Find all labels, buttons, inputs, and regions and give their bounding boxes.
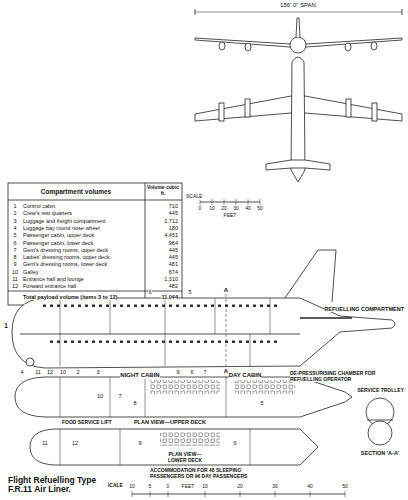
table-cell: 12	[12, 283, 18, 289]
table-cell: 6	[13, 240, 16, 246]
table-cell: Crew's rest quarters	[23, 210, 72, 216]
callout-number: 5	[260, 400, 263, 406]
scale-label: 50	[257, 206, 263, 212]
label: PLAN VIEW—LOWER DECK	[160, 452, 210, 463]
scale-label: 30	[233, 206, 239, 212]
table-cell: 2	[13, 210, 16, 216]
callout-number: 6	[148, 289, 151, 295]
table-cell: Galley	[23, 269, 39, 275]
scale-label: 10	[202, 484, 208, 490]
label: ACCOMMODATION FOR 48 SLEEPING PASSENGERS…	[150, 468, 270, 479]
table-cell: Luggage and freight compartment	[23, 218, 106, 224]
scale-label: 20	[237, 484, 243, 490]
label: A	[224, 287, 228, 294]
table-cell: Entrance hall and lounge	[23, 276, 84, 282]
label: FOOD SERVICE LIFT	[62, 420, 112, 426]
label: A	[224, 368, 228, 375]
callout-number: 7	[203, 369, 206, 375]
table-cell: Control cabin	[23, 203, 55, 209]
table-cell: Passenger cabin, lower deck	[23, 240, 93, 246]
table-cell: 445	[169, 254, 178, 260]
label: REFUELLING COMPARTMENT	[324, 306, 404, 312]
table-cell: Luggage bay round nose wheel	[23, 225, 100, 231]
table-cell: Ladies' dressing rooms, upper deck	[23, 254, 110, 260]
scale-label: 20	[221, 206, 227, 212]
callout-number: 8	[133, 400, 136, 406]
table-cell: Total payload volume (items 3 to 12)	[23, 294, 117, 300]
callout-number: 12	[47, 369, 53, 375]
scale-label: SCALE	[106, 483, 123, 489]
table-cell: 8	[13, 254, 16, 260]
label: PLAN VIEW—UPPER DECK	[134, 419, 206, 425]
scale-label: 10	[129, 484, 135, 490]
table-cell: 5	[13, 232, 16, 238]
table-cell: Forward entrance hall	[23, 283, 76, 289]
scale-label: 30	[272, 484, 278, 490]
table-cell: 1	[13, 203, 16, 209]
callout-number: 2	[76, 369, 79, 375]
callout-number: 3	[96, 369, 99, 375]
callout-number: 9	[138, 440, 141, 446]
scale-label: 5	[149, 484, 152, 490]
callout-number: 6	[190, 369, 193, 375]
label: DE-PRESSURISING CHAMBER FOR REFUELLING O…	[290, 371, 395, 382]
callout-number: 11	[42, 440, 48, 446]
label: SECTION 'A-A'	[361, 450, 399, 456]
scale-label: 50	[342, 484, 348, 490]
table-cell: Gent's dressing rooms, lower deck	[23, 261, 107, 267]
scale-label: SCALE	[186, 194, 202, 200]
callout-number: 1	[4, 322, 8, 329]
callout-number: 11	[35, 369, 41, 375]
caption: Flight Refuelling Type F.R.11 Air Liner.	[8, 476, 108, 495]
table-cell: 10	[12, 269, 18, 275]
scale-label: 10	[209, 206, 215, 212]
table-cell: 4	[13, 225, 16, 231]
table-cell: 445	[169, 210, 178, 216]
table-cell: 710	[169, 203, 178, 209]
label: SERVICE TROLLEY	[357, 388, 404, 394]
label: DAY CABIN	[229, 372, 262, 379]
callout-number: 4	[20, 369, 23, 375]
table-cell: 674	[169, 269, 178, 275]
scale-label: FEET	[182, 484, 195, 490]
scale-label: 0	[199, 206, 202, 212]
table-cell: 11,044	[161, 294, 178, 300]
scale-label: 156' 0" SPAN	[280, 2, 316, 9]
table-cell: 11	[12, 276, 18, 282]
label: Volume cubic ft.	[146, 185, 180, 196]
table-cell: Gent's dressing rooms, upper deck	[23, 247, 108, 253]
label: NIGHT CABIN	[120, 372, 159, 379]
table-cell: 1,712	[164, 218, 178, 224]
scale-label: 0	[167, 484, 170, 490]
scale-label: 40	[245, 206, 251, 212]
table-cell: 964	[169, 240, 178, 246]
callout-number: 12	[72, 440, 78, 446]
callout-number: 9	[176, 369, 179, 375]
table-cell: 4,451	[164, 232, 178, 238]
scale-label: FEET	[224, 213, 237, 219]
table-cell: 482	[169, 283, 178, 289]
callout-number: 6	[233, 440, 236, 446]
callout-number: 10	[97, 393, 103, 399]
callout-number: 10	[60, 369, 66, 375]
table-cell: 180	[169, 225, 178, 231]
table-cell: 9	[13, 261, 16, 267]
callout-number: 5	[188, 289, 191, 295]
table-cell: Passenger cabin, upper deck	[23, 232, 94, 238]
table-cell: 3	[13, 218, 16, 224]
scale-label: 40	[307, 484, 313, 490]
table-cell: 7	[13, 247, 16, 253]
table-cell: 445	[169, 247, 178, 253]
table-cell: 481	[169, 261, 178, 267]
callout-number: 7	[118, 393, 121, 399]
table-cell: 1,310	[164, 276, 178, 282]
label: Compartment volumes	[41, 188, 111, 195]
